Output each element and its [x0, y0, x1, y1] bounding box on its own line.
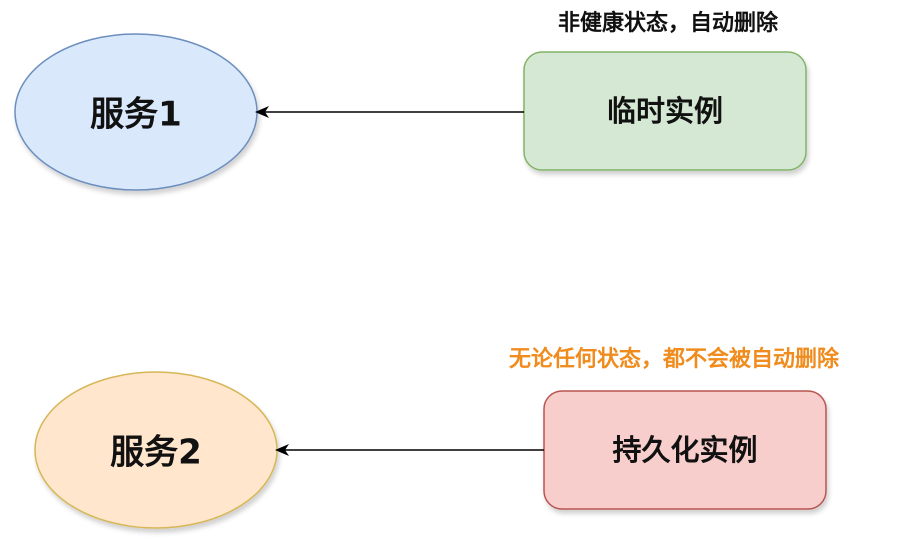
service1-label: 服务1: [90, 95, 182, 135]
service2-label: 服务2: [110, 433, 202, 473]
temp-instance-label: 临时实例: [607, 94, 723, 128]
persistent-instance-note: 无论任何状态，都不会被自动删除: [509, 346, 840, 372]
temp-instance-note: 非健康状态，自动删除: [558, 10, 779, 36]
temp-instance-node[interactable]: [523, 51, 807, 171]
persistent-instance-label: 持久化实例: [612, 433, 757, 467]
